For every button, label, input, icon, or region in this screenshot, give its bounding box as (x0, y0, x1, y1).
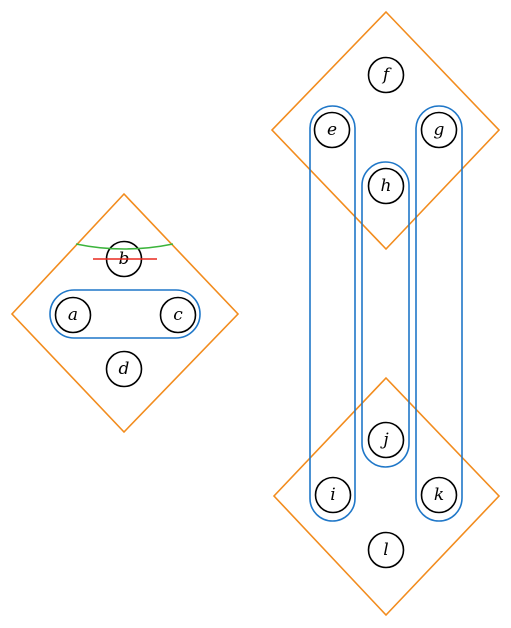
capsule-group-ac (49, 289, 201, 339)
node-e: e (313, 111, 351, 149)
node-l: l (367, 531, 405, 569)
node-circle-h (367, 167, 405, 205)
node-label-l: l (383, 540, 388, 560)
node-circle-g (420, 111, 458, 149)
node-k: k (420, 476, 458, 514)
node-circle-c (159, 296, 197, 334)
node-j: j (367, 421, 405, 459)
node-label-g: g (434, 120, 445, 140)
node-h: h (367, 167, 405, 205)
node-label-e: e (327, 120, 337, 140)
node-label-c: c (173, 305, 183, 325)
node-circle-a (54, 296, 92, 334)
node-label-f: f (381, 65, 392, 85)
node-label-k: k (434, 485, 444, 505)
node-circle-d (105, 350, 143, 388)
node-circle-e (313, 111, 351, 149)
node-label-d: d (119, 359, 130, 379)
node-circle-f (367, 56, 405, 94)
node-g: g (420, 111, 458, 149)
node-i: i (314, 476, 352, 514)
node-label-a: a (68, 305, 78, 325)
capsule-group-ei (309, 105, 356, 522)
diamond-group-top-right (270, 10, 501, 251)
node-d: d (105, 350, 143, 388)
diamond-group-bottom-right (272, 376, 501, 617)
node-c: c (159, 296, 197, 334)
node-label-i: i (330, 485, 335, 505)
green-arc (75, 243, 174, 250)
node-label-h: h (381, 176, 392, 196)
capsule-group-gk (415, 105, 463, 522)
node-f: f (367, 56, 405, 94)
node-circle-i (314, 476, 352, 514)
node-circle-j (367, 421, 405, 459)
node-circle-k (420, 476, 458, 514)
diamond-group-left (10, 192, 240, 434)
node-a: a (54, 296, 92, 334)
node-circle-l (367, 531, 405, 569)
capsule-group-hj (361, 161, 410, 468)
node-label-j: j (379, 430, 389, 450)
